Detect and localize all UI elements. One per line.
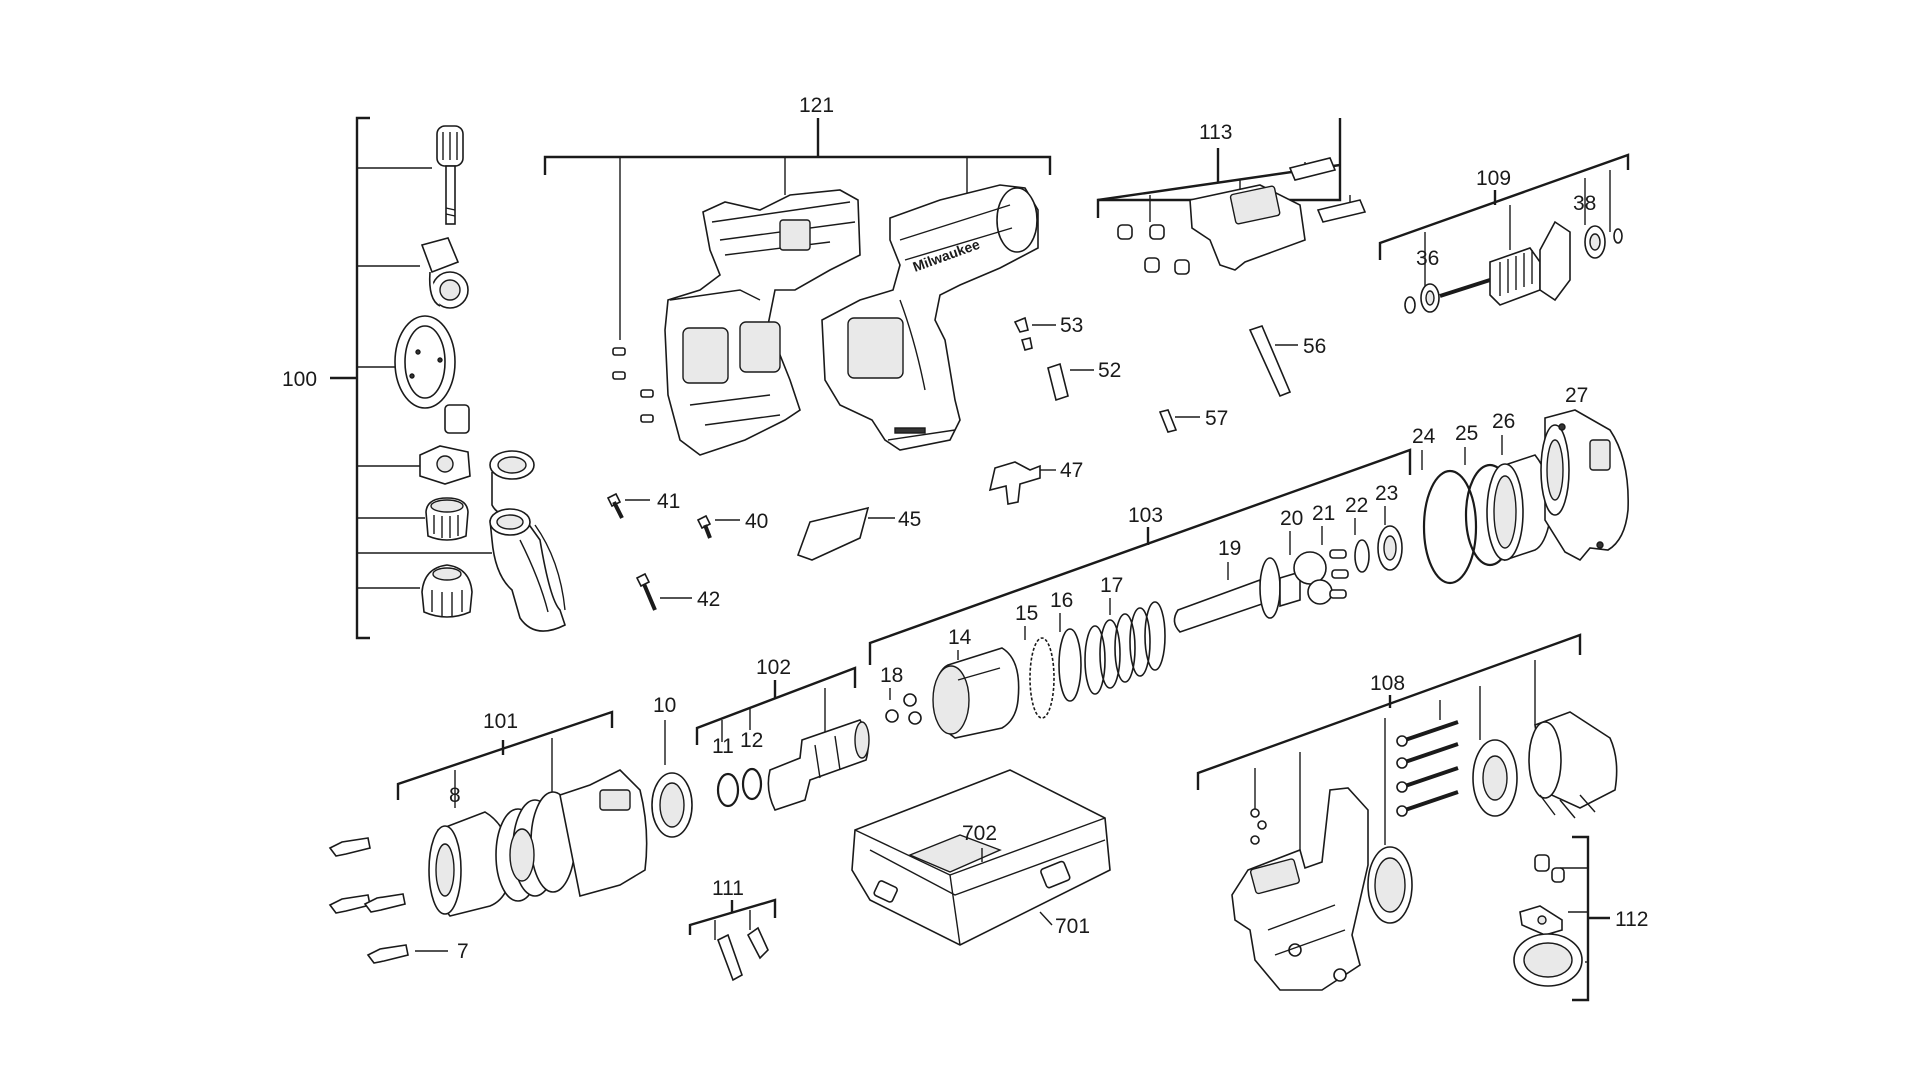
label-11: 11 <box>712 735 734 758</box>
label-45: 45 <box>898 508 921 531</box>
label-102: 102 <box>756 656 791 679</box>
group-102: 102 11 12 10 <box>651 656 870 838</box>
housing-left-half-part <box>664 189 861 456</box>
label-702: 702 <box>962 822 997 845</box>
piston-part <box>767 719 870 811</box>
screws-part-7 <box>328 837 409 964</box>
label-7: 7 <box>457 940 469 963</box>
label-108: 108 <box>1370 672 1405 695</box>
knob-screw-part <box>436 125 464 225</box>
clamp-head-part <box>420 237 469 309</box>
group-103: 103 18 14 15 16 17 19 <box>868 448 1412 739</box>
knob-part-3 <box>421 564 473 618</box>
gear-housing-part-27 <box>1540 409 1629 562</box>
side-handle-part <box>489 450 566 632</box>
label-40: 40 <box>745 510 768 533</box>
chuck-part <box>495 769 648 902</box>
label-41: 41 <box>657 490 680 513</box>
label-36: 36 <box>1416 247 1439 270</box>
label-25: 25 <box>1455 422 1478 445</box>
label-8: 8 <box>449 784 461 807</box>
label-15: 15 <box>1015 602 1038 625</box>
label-12: 12 <box>740 729 763 752</box>
group-108: 108 <box>1196 633 1618 991</box>
label-100: 100 <box>282 368 317 391</box>
label-10: 10 <box>653 694 676 717</box>
cap-nut-part-1 <box>419 445 471 485</box>
group-101: 101 8 7 <box>328 710 648 964</box>
parts-56-57: 56 57 <box>1158 325 1326 433</box>
label-20: 20 <box>1280 507 1303 530</box>
label-21: 21 <box>1312 502 1335 525</box>
label-23: 23 <box>1375 482 1398 505</box>
gear-housing-group: 24 25 26 27 <box>1412 384 1629 585</box>
label-57: 57 <box>1205 407 1228 430</box>
label-17: 17 <box>1100 574 1123 597</box>
clamp-band-part <box>394 315 470 434</box>
label-27: 27 <box>1565 384 1588 407</box>
label-113: 113 <box>1199 121 1232 144</box>
group-113: 113 <box>1096 118 1367 275</box>
label-701: 701 <box>1055 915 1090 938</box>
electronics-board-part <box>1231 787 1369 991</box>
carry-case-group: 702 701 <box>851 769 1111 946</box>
ring-part-26 <box>1486 454 1552 562</box>
group-111: 111 <box>688 877 777 982</box>
spring-part-17 <box>1084 601 1166 695</box>
label-16: 16 <box>1050 589 1073 612</box>
spindle-part-19 <box>1173 557 1301 633</box>
label-56: 56 <box>1303 335 1326 358</box>
label-38: 38 <box>1573 192 1596 215</box>
label-14: 14 <box>948 626 972 649</box>
nose-cap-part-8 <box>428 811 512 917</box>
label-121: 121 <box>799 94 834 117</box>
label-42: 42 <box>697 588 720 611</box>
label-26: 26 <box>1492 410 1515 433</box>
label-22: 22 <box>1345 494 1368 517</box>
label-19: 19 <box>1218 537 1241 560</box>
label-101: 101 <box>483 710 518 733</box>
label-111: 111 <box>712 877 744 900</box>
label-103: 103 <box>1128 504 1163 527</box>
label-18: 18 <box>880 664 903 687</box>
housing-right-half-part: Milwaukee <box>821 184 1039 451</box>
cap-nut-part-2 <box>425 497 469 541</box>
stator-part <box>1528 711 1618 819</box>
sleeve-part-14 <box>932 647 1020 739</box>
group-121: 121 Milwaukee <box>543 94 1052 456</box>
label-52: 52 <box>1098 359 1121 382</box>
label-47: 47 <box>1060 459 1083 482</box>
group-112: 112 <box>1513 835 1648 1002</box>
label-53: 53 <box>1060 314 1083 337</box>
label-24: 24 <box>1412 425 1436 448</box>
small-fasteners-group: 53 52 47 41 40 45 42 <box>606 314 1121 611</box>
group-109: 109 38 36 <box>1378 153 1630 314</box>
label-109: 109 <box>1476 167 1511 190</box>
group-100: 100 <box>282 116 566 640</box>
label-112: 112 <box>1615 908 1648 931</box>
